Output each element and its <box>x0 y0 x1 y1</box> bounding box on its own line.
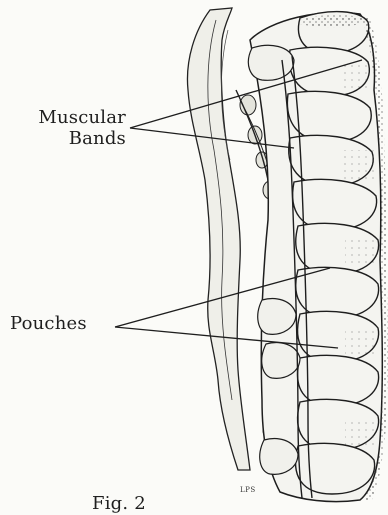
muscular-bands-label: Muscular Bands <box>8 108 126 149</box>
figure-caption: Fig. 2 <box>92 494 146 515</box>
muscular-bands-label-line2: Bands <box>8 129 126 150</box>
artist-initials: LPS <box>240 486 256 494</box>
colon-pouches <box>248 12 388 502</box>
pouches-label: Pouches <box>10 314 87 335</box>
muscular-bands-label-line1: Muscular <box>8 108 126 129</box>
